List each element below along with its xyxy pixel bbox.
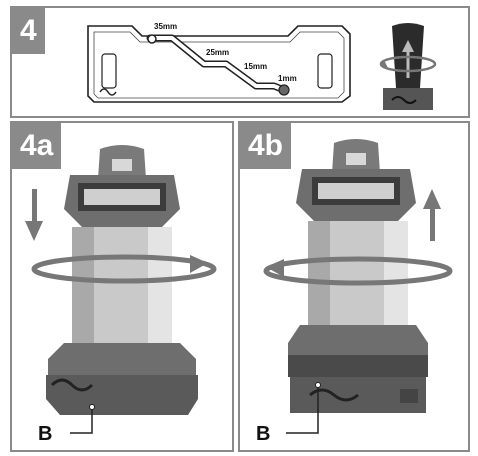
step-4b-panel: 4b B [238, 121, 470, 452]
step-4b-label: 4b [240, 123, 292, 169]
end-marker [278, 84, 290, 96]
callout-b-label: B [38, 423, 53, 445]
filter-unit-lowered [25, 145, 217, 434]
step-4a-panel: 4a B [10, 121, 234, 452]
groove-25mm-label: 25mm [206, 48, 230, 57]
groove-15mm-label: 15mm [244, 62, 268, 71]
groove-diagram [87, 23, 437, 110]
start-marker [147, 34, 157, 44]
filter-unit-raised [263, 139, 453, 434]
groove-1mm-label: 1mm [278, 74, 297, 83]
step-4a-label: 4a [12, 123, 62, 169]
brand-logo [99, 88, 117, 96]
rotate-arrow-icon [190, 255, 208, 273]
handle-rotate-figure [379, 23, 437, 110]
rotate-arrow-icon [266, 259, 284, 277]
down-arrow-icon [25, 221, 43, 241]
up-arrow-icon [423, 189, 441, 209]
groove-35mm-label: 35mm [154, 22, 178, 31]
step-4-panel: 4 35mm 25mm 15mm 1mm [10, 6, 470, 118]
callout-b-label: B [256, 423, 271, 445]
step-4-label: 4 [12, 8, 45, 54]
